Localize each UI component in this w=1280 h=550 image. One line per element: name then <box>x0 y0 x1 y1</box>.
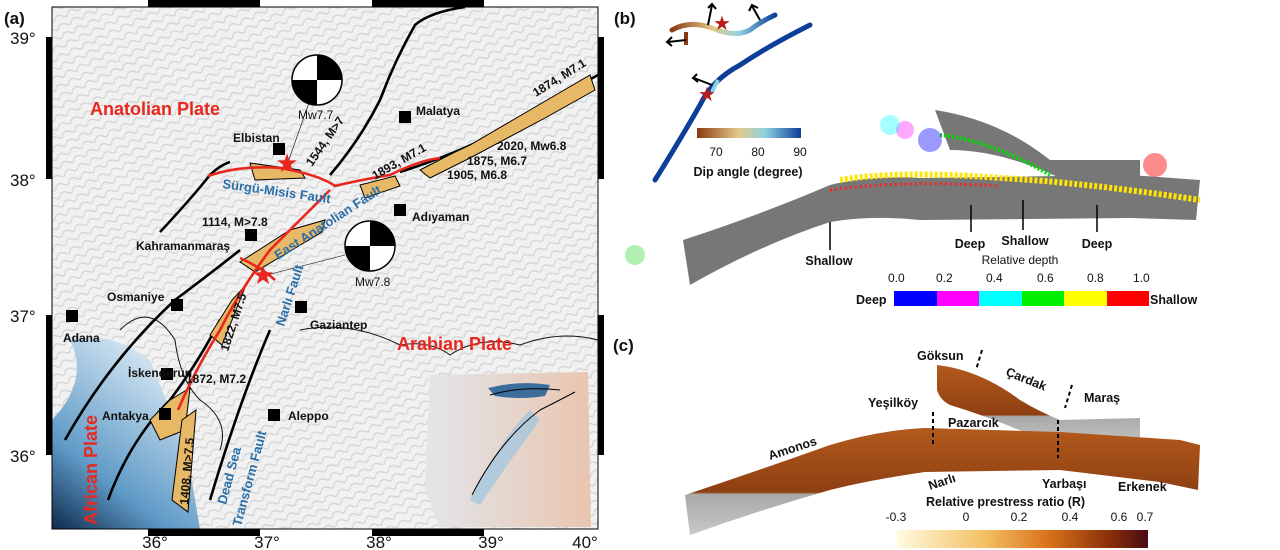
prestress-tick: 0.6 <box>1111 510 1128 524</box>
lon-38: 38° <box>366 533 392 550</box>
mediterranean-sea <box>52 337 200 529</box>
panel-c-label: (c) <box>613 336 634 355</box>
plate-arabian: Arabian Plate <box>397 334 512 354</box>
depth-colorbar: Relative depth 0.0 0.2 0.4 0.6 0.8 1.0 D… <box>856 253 1198 307</box>
2023-ruptures <box>176 156 441 411</box>
segment-narli: Narlı <box>927 471 958 493</box>
lon-39: 39° <box>478 533 504 550</box>
lon-36: 36° <box>142 533 168 550</box>
lon-37: 37° <box>254 533 280 550</box>
panel-b-label: (b) <box>614 9 636 28</box>
beachball-mw77[interactable] <box>286 54 343 166</box>
depth-shallow-label: Shallow <box>1150 293 1198 307</box>
quake-1875: 1875, M6.7 <box>467 154 527 168</box>
coastline-border <box>119 316 599 451</box>
dip-colorbar-title: Dip angle (degree) <box>693 165 802 179</box>
prestress-tick: 0.2 <box>1011 510 1028 524</box>
quake-2020: 2020, Mw6.8 <box>497 139 567 153</box>
deformation-inset <box>425 372 591 527</box>
depth-arrow-label: Deep <box>1082 237 1113 251</box>
lat-39: 39° <box>10 29 36 48</box>
panel-a-label: (a) <box>4 9 25 28</box>
quake-1408: 1408, M>7.5 <box>177 437 197 505</box>
mainshock-label-mw77: Mw7.7 <box>298 108 334 122</box>
depth-colorbar-title: Relative depth <box>982 253 1059 267</box>
prestress-tick: -0.3 <box>886 510 907 524</box>
depth-arrow-label: Deep <box>955 237 986 251</box>
beachball-mw78[interactable] <box>262 220 396 277</box>
epicenter-star-icon: ★ <box>275 148 298 178</box>
prestress-colorbar: Relative prestress ratio (R) -0.3 0 0.2 … <box>886 495 1154 548</box>
segment-goksun: Göksun <box>917 349 964 363</box>
segment-cardak: Çardak <box>1004 365 1049 394</box>
lon-40: 40° <box>572 533 598 550</box>
city-malatya: Malatya <box>416 104 460 118</box>
mainshock-star-icon: ★ <box>698 84 716 106</box>
latitude-labels: 39° 38° 37° 36° <box>10 29 36 466</box>
depth-tick: 0.0 <box>888 271 905 285</box>
depth-bin <box>1064 291 1107 306</box>
epicenter-star-icon: ★ <box>251 260 274 290</box>
city-markers <box>66 111 411 421</box>
quake-1872: 1872, M7.2 <box>186 372 246 386</box>
segment-maras: Maraş <box>1084 391 1120 405</box>
mainshock-label-mw78: Mw7.8 <box>355 275 391 289</box>
segment-pazarcik: Pazarcık <box>948 416 999 430</box>
depth-bin <box>1107 291 1149 306</box>
dip-colorbar: 70 80 90 Dip angle (degree) <box>693 128 807 179</box>
depth-tick: 0.6 <box>1037 271 1054 285</box>
depth-bin <box>894 291 937 306</box>
depth-arrow-label: Shallow <box>805 254 853 268</box>
prestress-tick: 0.4 <box>1062 510 1079 524</box>
depth-arrows <box>829 200 1098 250</box>
dip-direction-arrow-icon <box>665 2 761 86</box>
depth-bin <box>979 291 1022 306</box>
lat-36: 36° <box>10 447 36 466</box>
depth-deep-label: Deep <box>856 293 887 307</box>
dip-tick-80: 80 <box>751 145 765 159</box>
dip-fault-map: ★ ★ <box>652 2 813 183</box>
quake-1905: 1905, M6.8 <box>447 168 507 182</box>
city-adiyaman: Adıyaman <box>412 210 469 224</box>
depth-tick: 1.0 <box>1133 271 1150 285</box>
prestress-tick: 0.7 <box>1137 510 1154 524</box>
city-gaziantep: Gaziantep <box>310 318 367 332</box>
segment-yarbasi: Yarbaşı <box>1042 477 1086 491</box>
mainshock-star-icon: ★ <box>713 13 731 35</box>
dip-tick-70: 70 <box>709 145 723 159</box>
depth-tick: 0.2 <box>936 271 953 285</box>
dip-tick-90: 90 <box>793 145 807 159</box>
depth-bin <box>937 291 979 306</box>
quake-1114: 1114, M>7.8 <box>202 215 268 229</box>
city-elbistan: Elbistan <box>233 131 280 145</box>
longitude-labels: 36° 37° 38° 39° 40° <box>142 533 598 550</box>
plate-anatolian: Anatolian Plate <box>90 99 220 119</box>
city-iskenderun: İskenderun <box>128 365 192 380</box>
lat-37: 37° <box>10 307 36 326</box>
depth-tick: 0.4 <box>986 271 1003 285</box>
depth-tick: 0.8 <box>1087 271 1104 285</box>
depth-arrow-label: Shallow <box>1001 234 1049 248</box>
city-antakya: Antakya <box>102 409 149 423</box>
segment-erkenek: Erkenek <box>1118 480 1167 494</box>
city-aleppo: Aleppo <box>288 409 329 423</box>
fault-3d-surface-b <box>625 110 1201 285</box>
segment-yesilkoy: Yeşilköy <box>868 396 918 410</box>
depth-bin <box>1022 291 1064 306</box>
prestress-colorbar-title: Relative prestress ratio (R) <box>926 495 1085 509</box>
lat-38: 38° <box>10 171 36 190</box>
plate-african: African Plate <box>81 415 101 525</box>
city-adana: Adana <box>63 331 100 345</box>
prestress-tick: 0 <box>963 510 970 524</box>
city-kahramanmaras: Kahramanmaraş <box>136 239 230 253</box>
fault-3d-surface-c <box>685 349 1200 535</box>
city-osmaniye: Osmaniye <box>107 290 165 304</box>
